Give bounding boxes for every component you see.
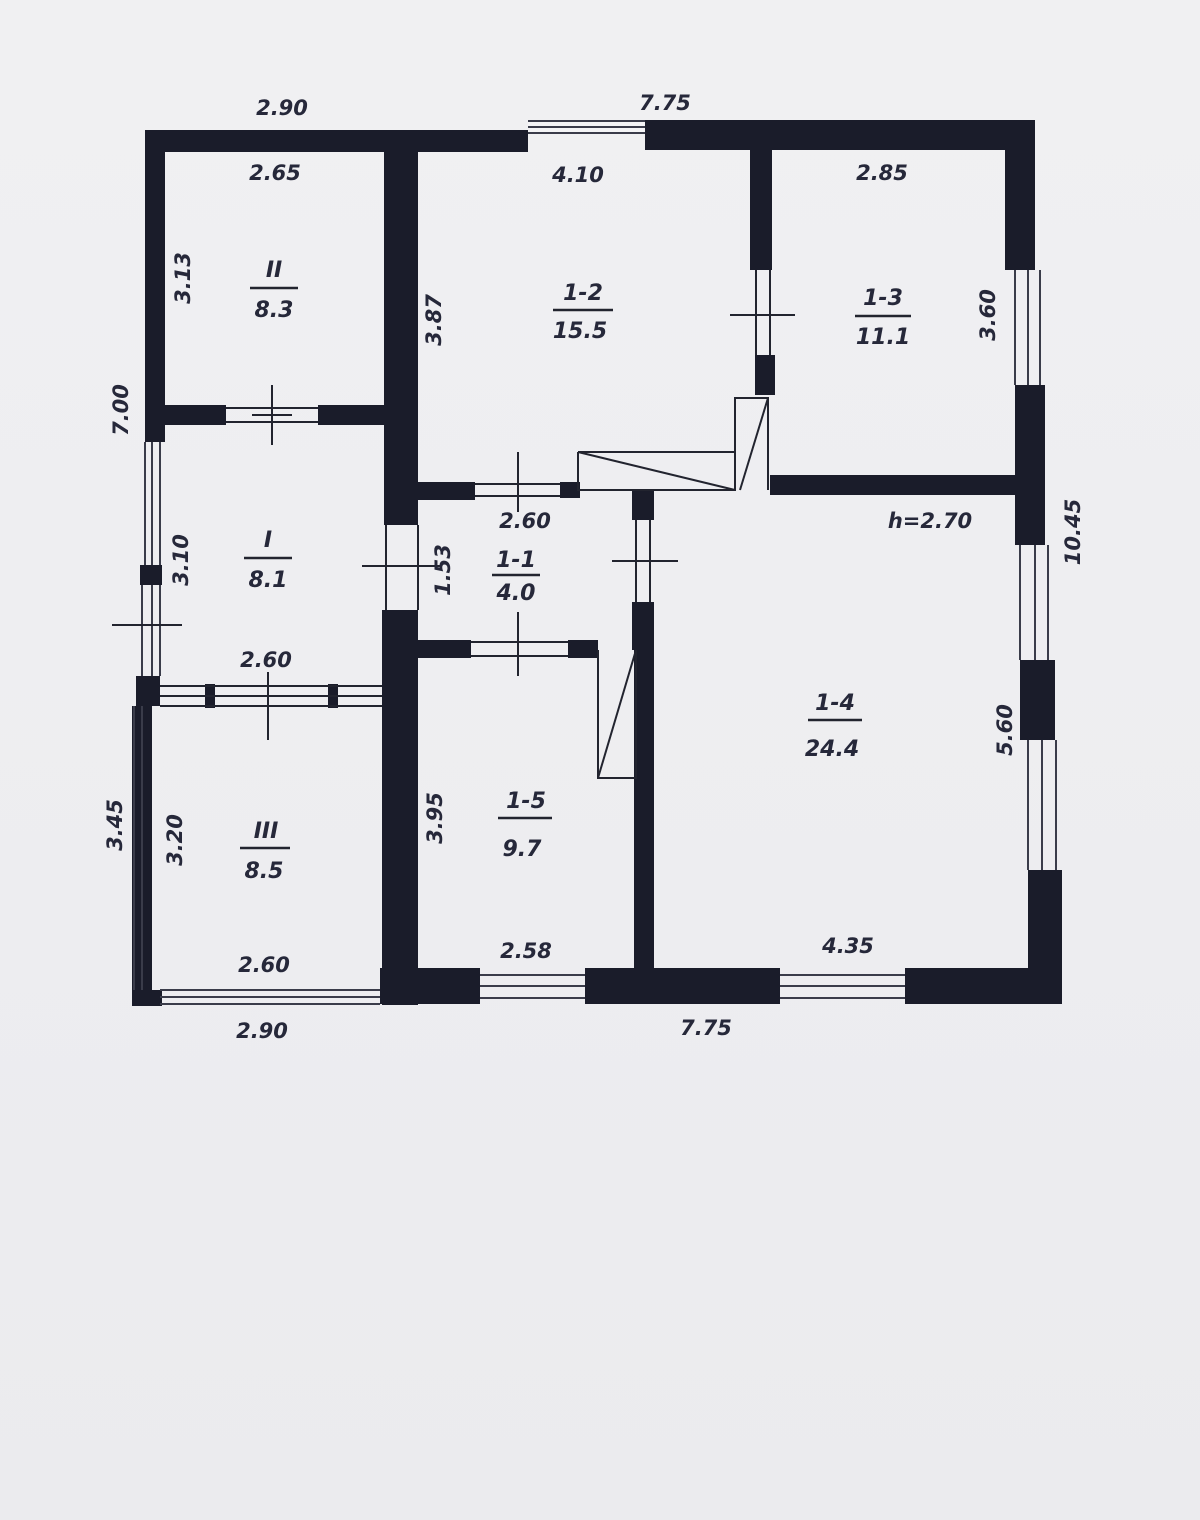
room-1-2-depth: 3.87 xyxy=(422,294,446,346)
room-i: 2.60 3.10 I 8.1 xyxy=(169,528,292,672)
window-left-room-iii xyxy=(133,706,143,990)
door-ii-i xyxy=(226,385,318,445)
door-1-1-1-4 xyxy=(612,520,678,602)
room-1-1-width: 2.60 xyxy=(499,509,551,533)
door-i-iii xyxy=(160,672,382,740)
windows xyxy=(133,120,1057,1005)
room-iii: 2.60 3.20 III 8.5 xyxy=(163,814,290,977)
room-1-2-width: 4.10 xyxy=(551,163,604,187)
room-1-2: 4.10 3.87 1-2 15.5 xyxy=(422,163,613,346)
room-1-5-width: 2.58 xyxy=(500,939,552,963)
doors xyxy=(112,270,795,740)
window-bottom-room-1-4 xyxy=(780,974,905,999)
dim-left-lower: 3.45 xyxy=(103,799,127,851)
dim-top-left: 2.90 xyxy=(256,96,308,120)
ceiling-height-note: h=2.70 xyxy=(888,509,972,533)
outer-dimensions: 2.90 7.75 2.90 7.75 7.00 3.45 10.45 xyxy=(103,91,1085,1043)
door-1-1-1-5 xyxy=(471,612,568,676)
room-i-area: 8.1 xyxy=(249,568,288,593)
window-top xyxy=(528,120,645,134)
room-1-5-depth: 3.95 xyxy=(423,792,447,844)
room-ii-width: 2.65 xyxy=(249,161,301,185)
stairs xyxy=(577,397,769,779)
room-ii-area: 8.3 xyxy=(255,298,294,323)
room-1-1-area: 4.0 xyxy=(496,581,536,606)
room-iii-depth: 3.20 xyxy=(163,814,187,866)
room-i-label: I xyxy=(264,528,272,553)
dim-left-upper: 7.00 xyxy=(109,384,133,436)
dim-top-right: 7.75 xyxy=(639,91,691,115)
room-iii-width: 2.60 xyxy=(238,953,290,977)
room-i-width: 2.60 xyxy=(240,648,292,672)
window-bottom-room-1-5 xyxy=(480,974,585,999)
dim-bottom-left: 2.90 xyxy=(236,1019,288,1043)
dim-bottom-right: 7.75 xyxy=(680,1016,732,1040)
room-1-3-area: 11.1 xyxy=(856,325,910,350)
room-1-5-area: 9.7 xyxy=(503,837,543,862)
room-1-3: 2.85 3.60 1-3 11.1 xyxy=(855,161,1000,350)
room-1-4: 4.35 5.60 1-4 24.4 xyxy=(805,691,1017,958)
room-ii-label: II xyxy=(266,258,282,283)
window-right-room-1-3 xyxy=(1014,270,1041,385)
room-1-2-label: 1-2 xyxy=(563,281,603,306)
dim-right-total: 10.45 xyxy=(1061,499,1085,565)
window-bottom-room-iii xyxy=(160,989,380,1005)
window-left-room-i xyxy=(141,442,161,676)
door-1-2-1-3 xyxy=(730,270,795,355)
room-iii-label: III xyxy=(254,819,279,844)
room-iii-area: 8.5 xyxy=(245,859,284,884)
room-1-4-label: 1-4 xyxy=(815,691,855,716)
room-1-4-width: 4.35 xyxy=(821,934,874,958)
room-ii-depth: 3.13 xyxy=(171,252,195,304)
room-1-1-depth: 1.53 xyxy=(431,544,455,596)
room-1-1-label: 1-1 xyxy=(496,548,536,573)
room-1-5-label: 1-5 xyxy=(506,789,546,814)
room-ii: 2.65 3.13 II 8.3 xyxy=(171,161,301,323)
door-i-1-1 xyxy=(362,525,440,610)
room-1-3-depth: 3.60 xyxy=(976,289,1000,341)
window-right-room-1-4 xyxy=(1019,545,1057,870)
room-1-1: 2.60 1.53 1-1 4.0 xyxy=(431,509,551,606)
room-1-2-area: 15.5 xyxy=(553,319,607,344)
walls xyxy=(132,120,1062,1006)
room-1-4-depth: 5.60 xyxy=(993,704,1017,756)
room-1-4-area: 24.4 xyxy=(805,737,859,762)
room-1-3-label: 1-3 xyxy=(863,286,903,311)
room-1-5: 2.58 3.95 1-5 9.7 xyxy=(423,789,552,963)
room-1-3-width: 2.85 xyxy=(856,161,908,185)
door-1-2-1-1 xyxy=(475,452,560,512)
room-i-depth: 3.10 xyxy=(169,534,193,586)
